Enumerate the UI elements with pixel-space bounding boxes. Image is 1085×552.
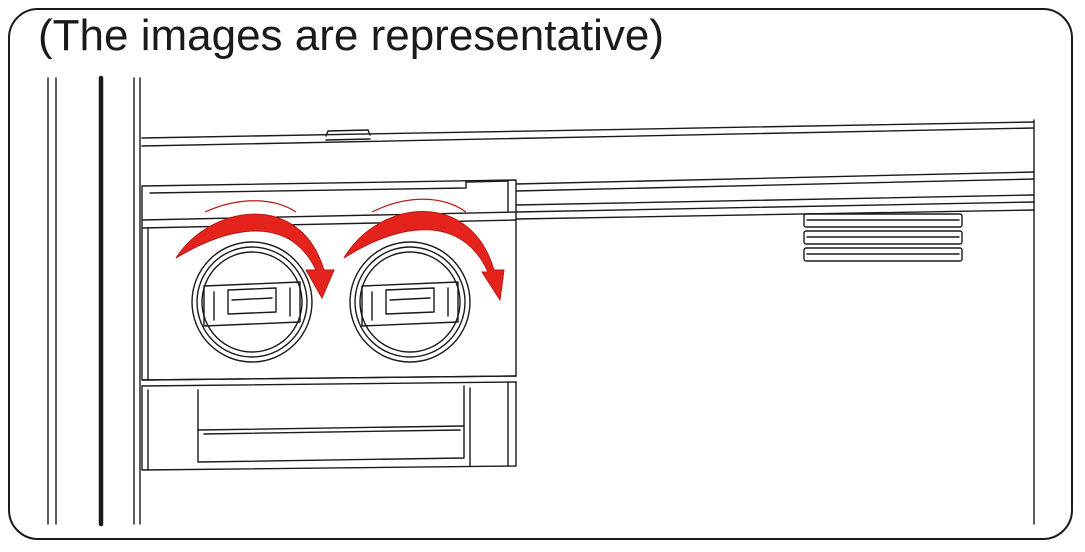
shelf-lines xyxy=(515,119,1035,525)
left-wall-lines xyxy=(47,75,141,527)
lower-tray xyxy=(141,381,517,471)
illustration-frame xyxy=(8,8,1073,540)
ceiling-edge xyxy=(141,121,1035,147)
left-knob xyxy=(191,241,313,363)
right-rotation-arrow-icon xyxy=(343,198,505,302)
control-housing xyxy=(141,179,517,387)
right-knob xyxy=(349,241,471,363)
vent-grille xyxy=(803,213,963,262)
left-rotation-arrow-icon xyxy=(175,200,335,300)
caption-text: (The images are representative) xyxy=(38,11,665,60)
